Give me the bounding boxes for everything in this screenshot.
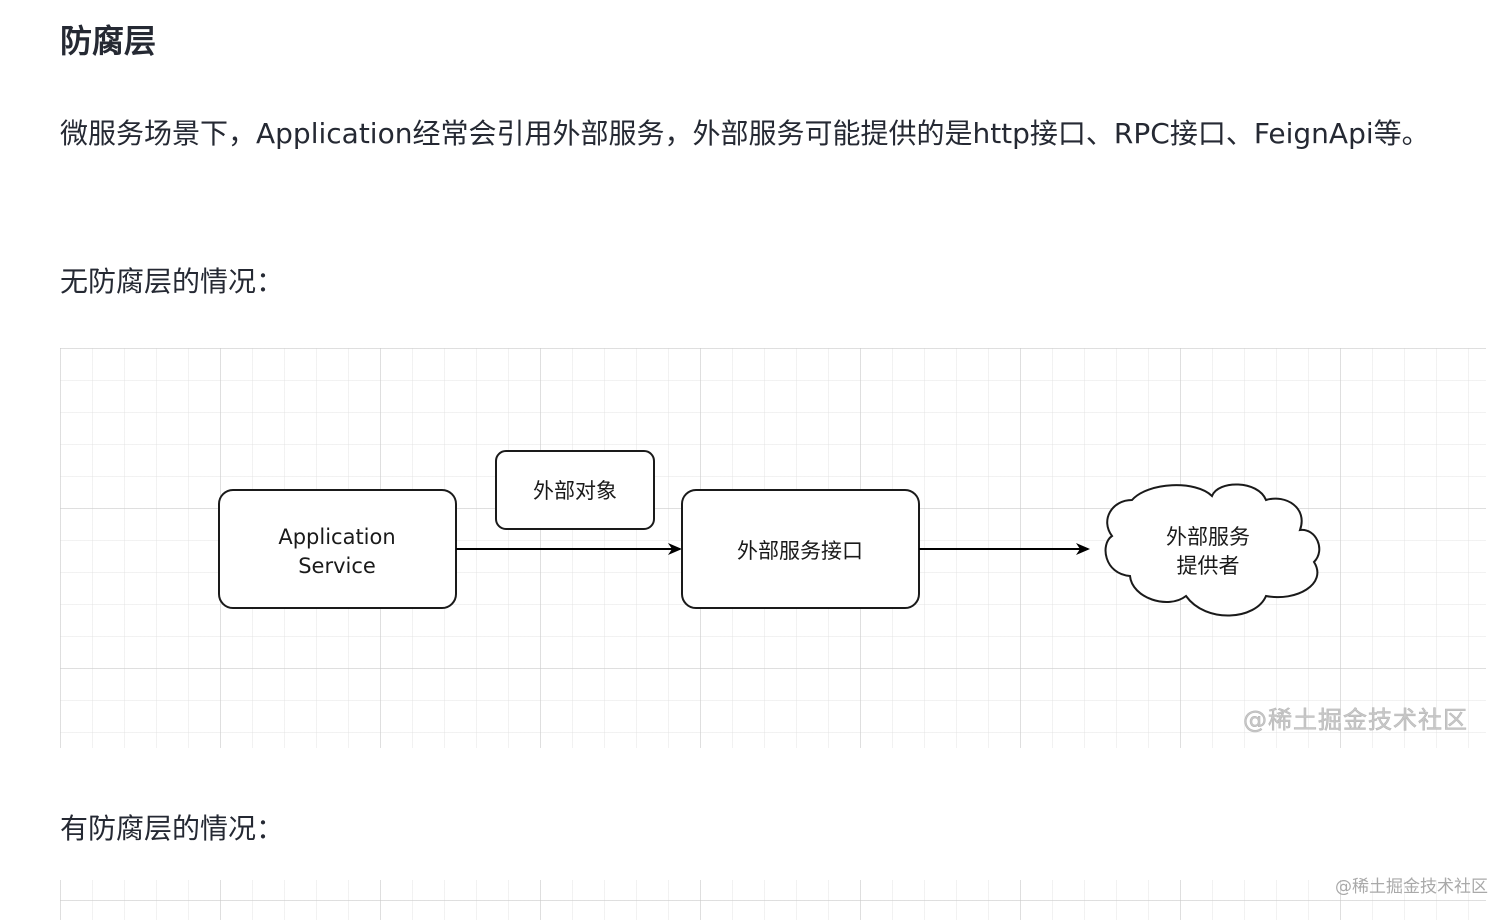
external-provider-cloud: 外部服务 提供者	[1104, 483, 1321, 617]
diagram-without-acl: Application Service 外部对象 外部服务接口 外部服务 提供者…	[60, 348, 1486, 748]
without-acl-caption: 无防腐层的情况：	[60, 265, 285, 298]
app-service-node: Application Service	[218, 489, 457, 609]
provider-label-line1: 外部服务	[1166, 525, 1250, 549]
diagram-watermark: @稀土掘金技术社区	[1243, 706, 1468, 735]
app-service-label-line2: Service	[298, 554, 376, 578]
provider-label-line2: 提供者	[1177, 554, 1240, 578]
diagram-with-acl-partial	[60, 880, 1486, 920]
section-heading: 防腐层	[60, 22, 157, 60]
external-object-node: 外部对象	[495, 450, 655, 530]
intro-paragraph: 微服务场景下，Application经常会引用外部服务，外部服务可能提供的是ht…	[60, 117, 1430, 150]
external-api-node: 外部服务接口	[681, 489, 920, 609]
external-api-label: 外部服务接口	[737, 539, 863, 563]
external-object-label: 外部对象	[533, 479, 617, 503]
app-service-label-line1: Application	[278, 525, 395, 549]
with-acl-caption: 有防腐层的情况：	[60, 812, 285, 845]
page-watermark: @稀土掘金技术社区	[1335, 877, 1488, 897]
